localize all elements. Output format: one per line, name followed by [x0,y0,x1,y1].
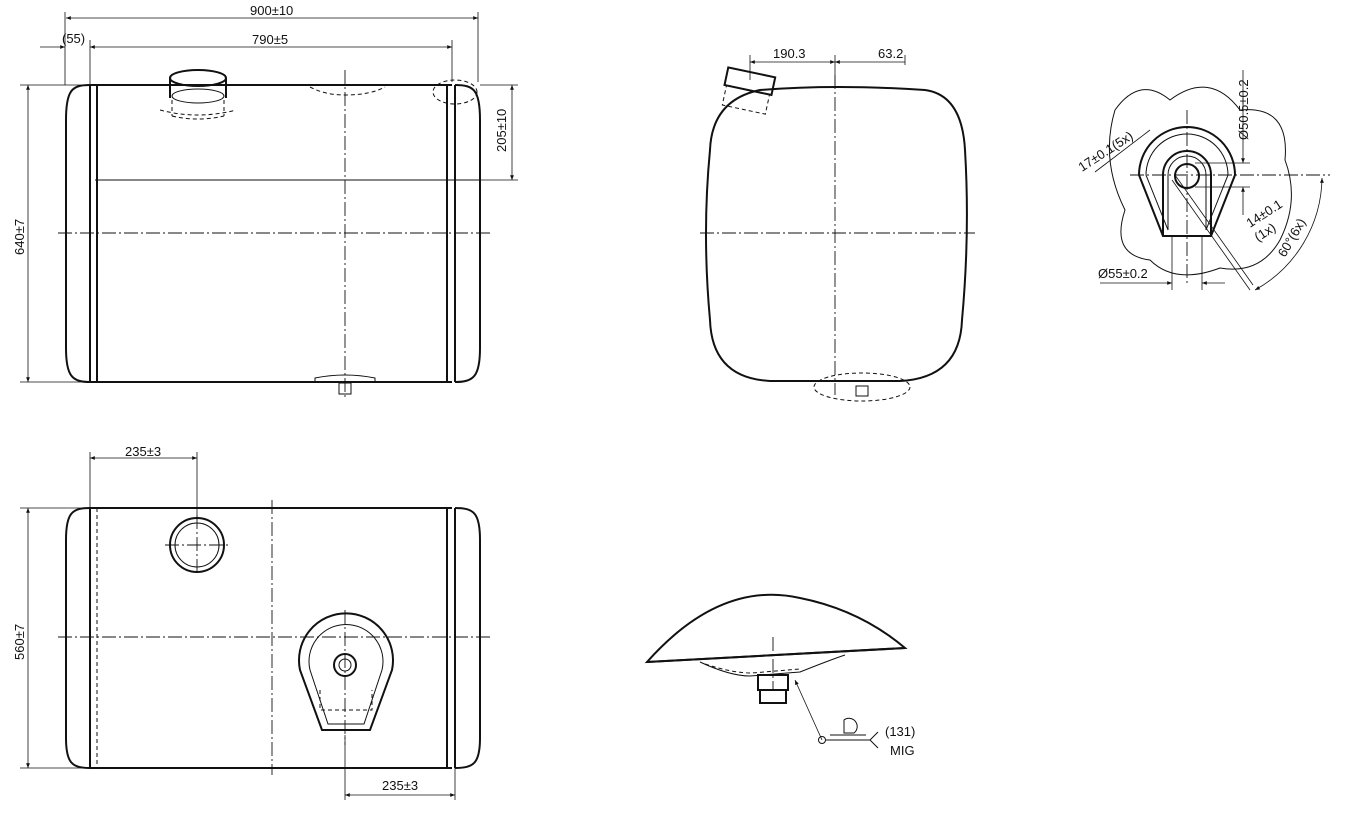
weld-process: MIG [890,743,915,758]
weld-process-code: (131) [885,724,915,739]
dim-neck-offset: 205±10 [494,109,509,152]
dim-angle: 60°(6x) [1275,216,1309,260]
dim-bore-diameter: Ø50.5±0.2 [1236,79,1251,140]
top-view: 560±7 235±3 235±3 [12,444,490,800]
dim-inner-length: 790±5 [252,32,288,47]
dim-neck-a: 190.3 [773,46,806,61]
dim-neck-position: 235±3 [125,444,161,459]
dim-spacing: 17±0.1(5x) [1075,128,1135,174]
dim-overall-length: 900±10 [250,3,293,18]
dim-neck-b: 63.2 [878,46,903,61]
front-view: 900±10 (55) 790±5 640±7 205±10 [12,3,518,400]
weld-view: (131) MIG [644,593,915,758]
dim-height: 640±7 [12,219,27,255]
side-view: 190.3 63.2 [700,46,975,402]
side-filler-neck [721,66,777,115]
filler-neck [159,69,237,120]
dim-outer-diameter: Ø55±0.2 [1098,266,1148,281]
dim-drain-position: 235±3 [382,778,418,793]
drain-fitting [298,612,394,731]
dim-end-offset: (55) [62,31,85,46]
detail-view: Ø50.5±0.2 17±0.1(5x) 14±0.1 (1x) 60°(6x)… [1075,70,1330,291]
dim-width: 560±7 [12,624,27,660]
